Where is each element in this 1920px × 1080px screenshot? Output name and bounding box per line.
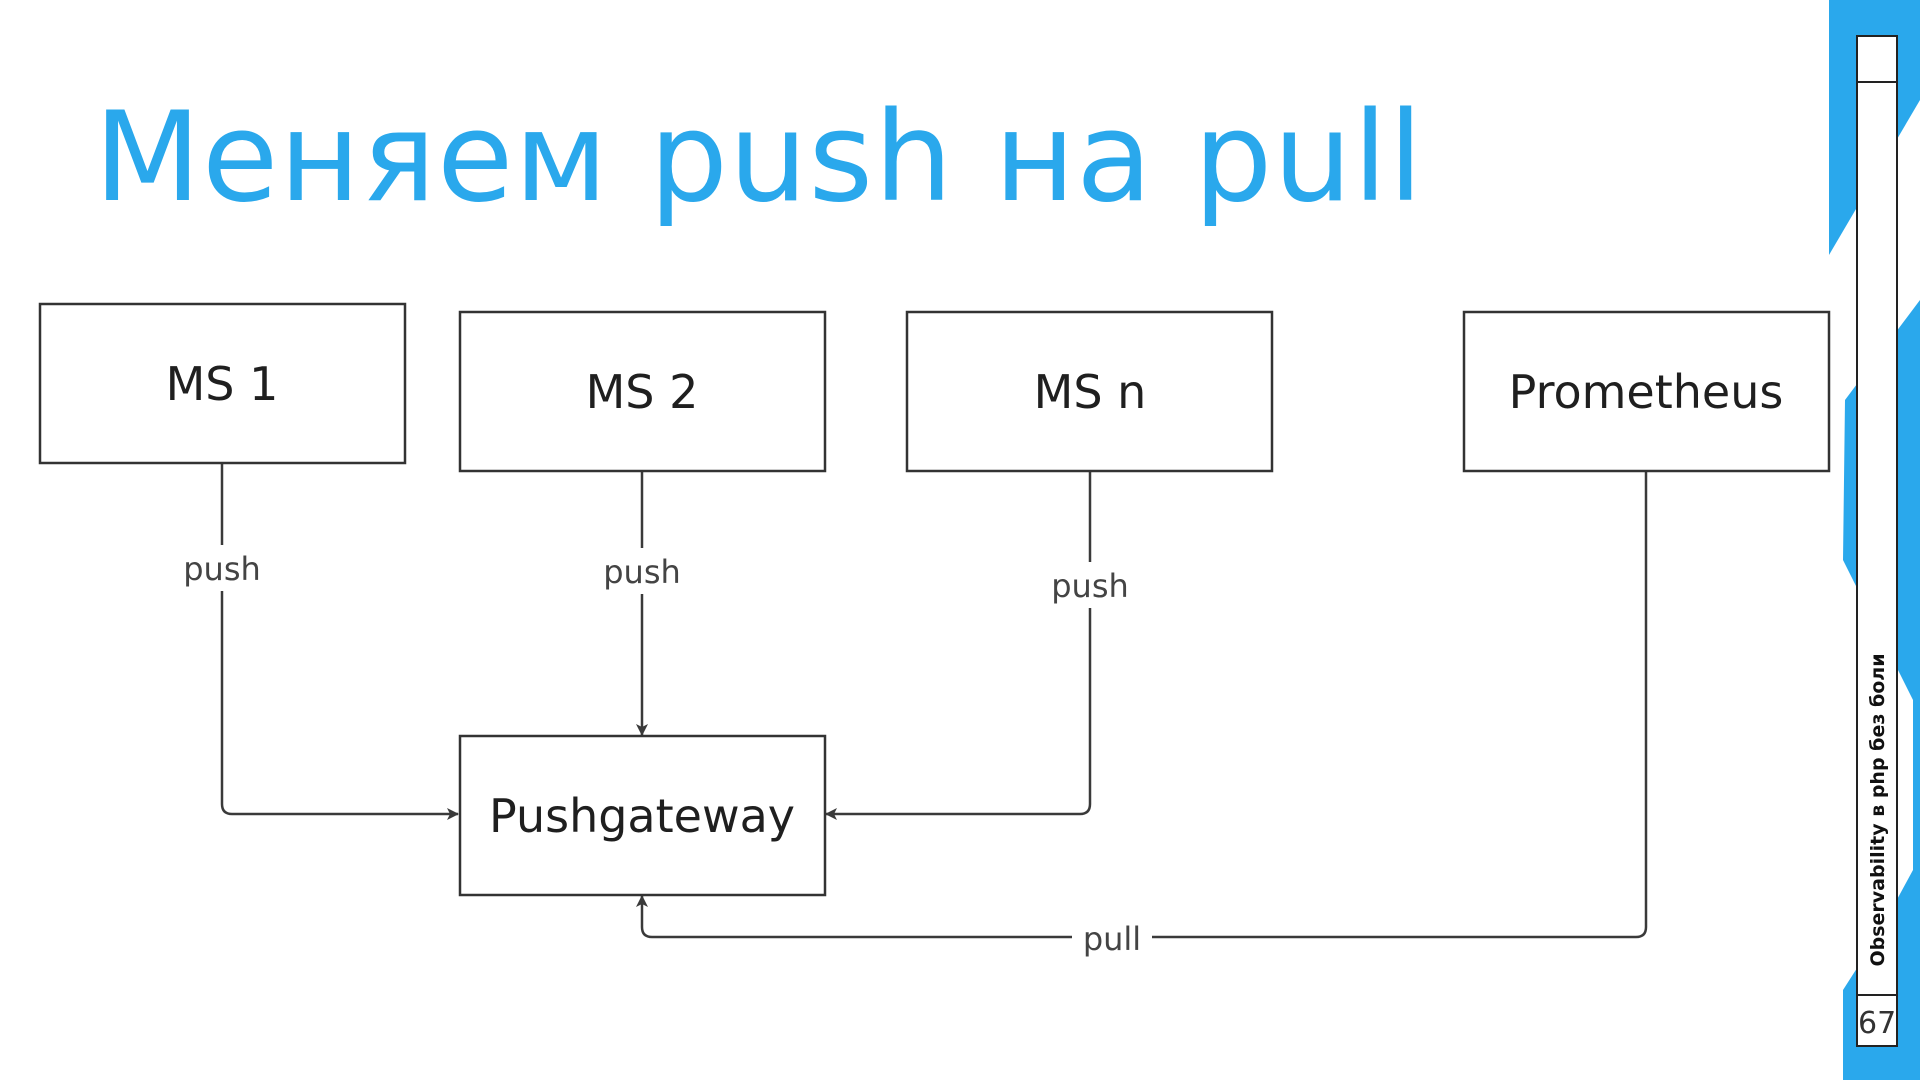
diagram-edges: push push push pull [178,463,1648,960]
edge-msn-to-pushgateway [825,471,1092,820]
edge-label-bg [178,545,266,591]
node-label-ms2: MS 2 [586,365,699,419]
diagram-node-prometheus: Prometheus [1462,310,1831,473]
diagram-node-ms1: MS 1 [38,302,407,465]
node-label-ms1: MS 1 [166,357,279,411]
side-band-caption: Observability в php без боли [1867,653,1889,967]
node-box [458,310,827,473]
triangle-logo-icon [1860,41,1894,68]
diagram-node-ms2: MS 2 [458,310,827,473]
edge-label-prometheus-pull: pull [1083,920,1141,958]
edge-label-bg [1046,562,1134,608]
slide-page-number: 67 [1858,1006,1897,1041]
node-box [1462,310,1831,473]
edge-label-msn-push: push [1051,567,1129,605]
side-frame [1856,35,1898,1047]
node-label-pushgateway: Pushgateway [489,789,795,843]
diagram-node-pushgateway: Pushgateway [458,734,827,897]
edge-label-ms1-push: push [183,550,261,588]
node-box [38,302,407,465]
node-box [458,734,827,897]
page-title: Меняем push на pull [94,86,1424,230]
node-label-prometheus: Prometheus [1509,365,1784,419]
side-accent-band [1829,0,1920,1080]
diagram-node-msn: MS n [905,310,1274,473]
edge-ms1-to-pushgateway [220,463,459,820]
edge-label-ms2-push: push [603,553,681,591]
node-label-msn: MS n [1034,365,1147,419]
edge-label-bg [1072,916,1152,960]
node-box [905,310,1274,473]
edge-label-bg [598,548,686,594]
